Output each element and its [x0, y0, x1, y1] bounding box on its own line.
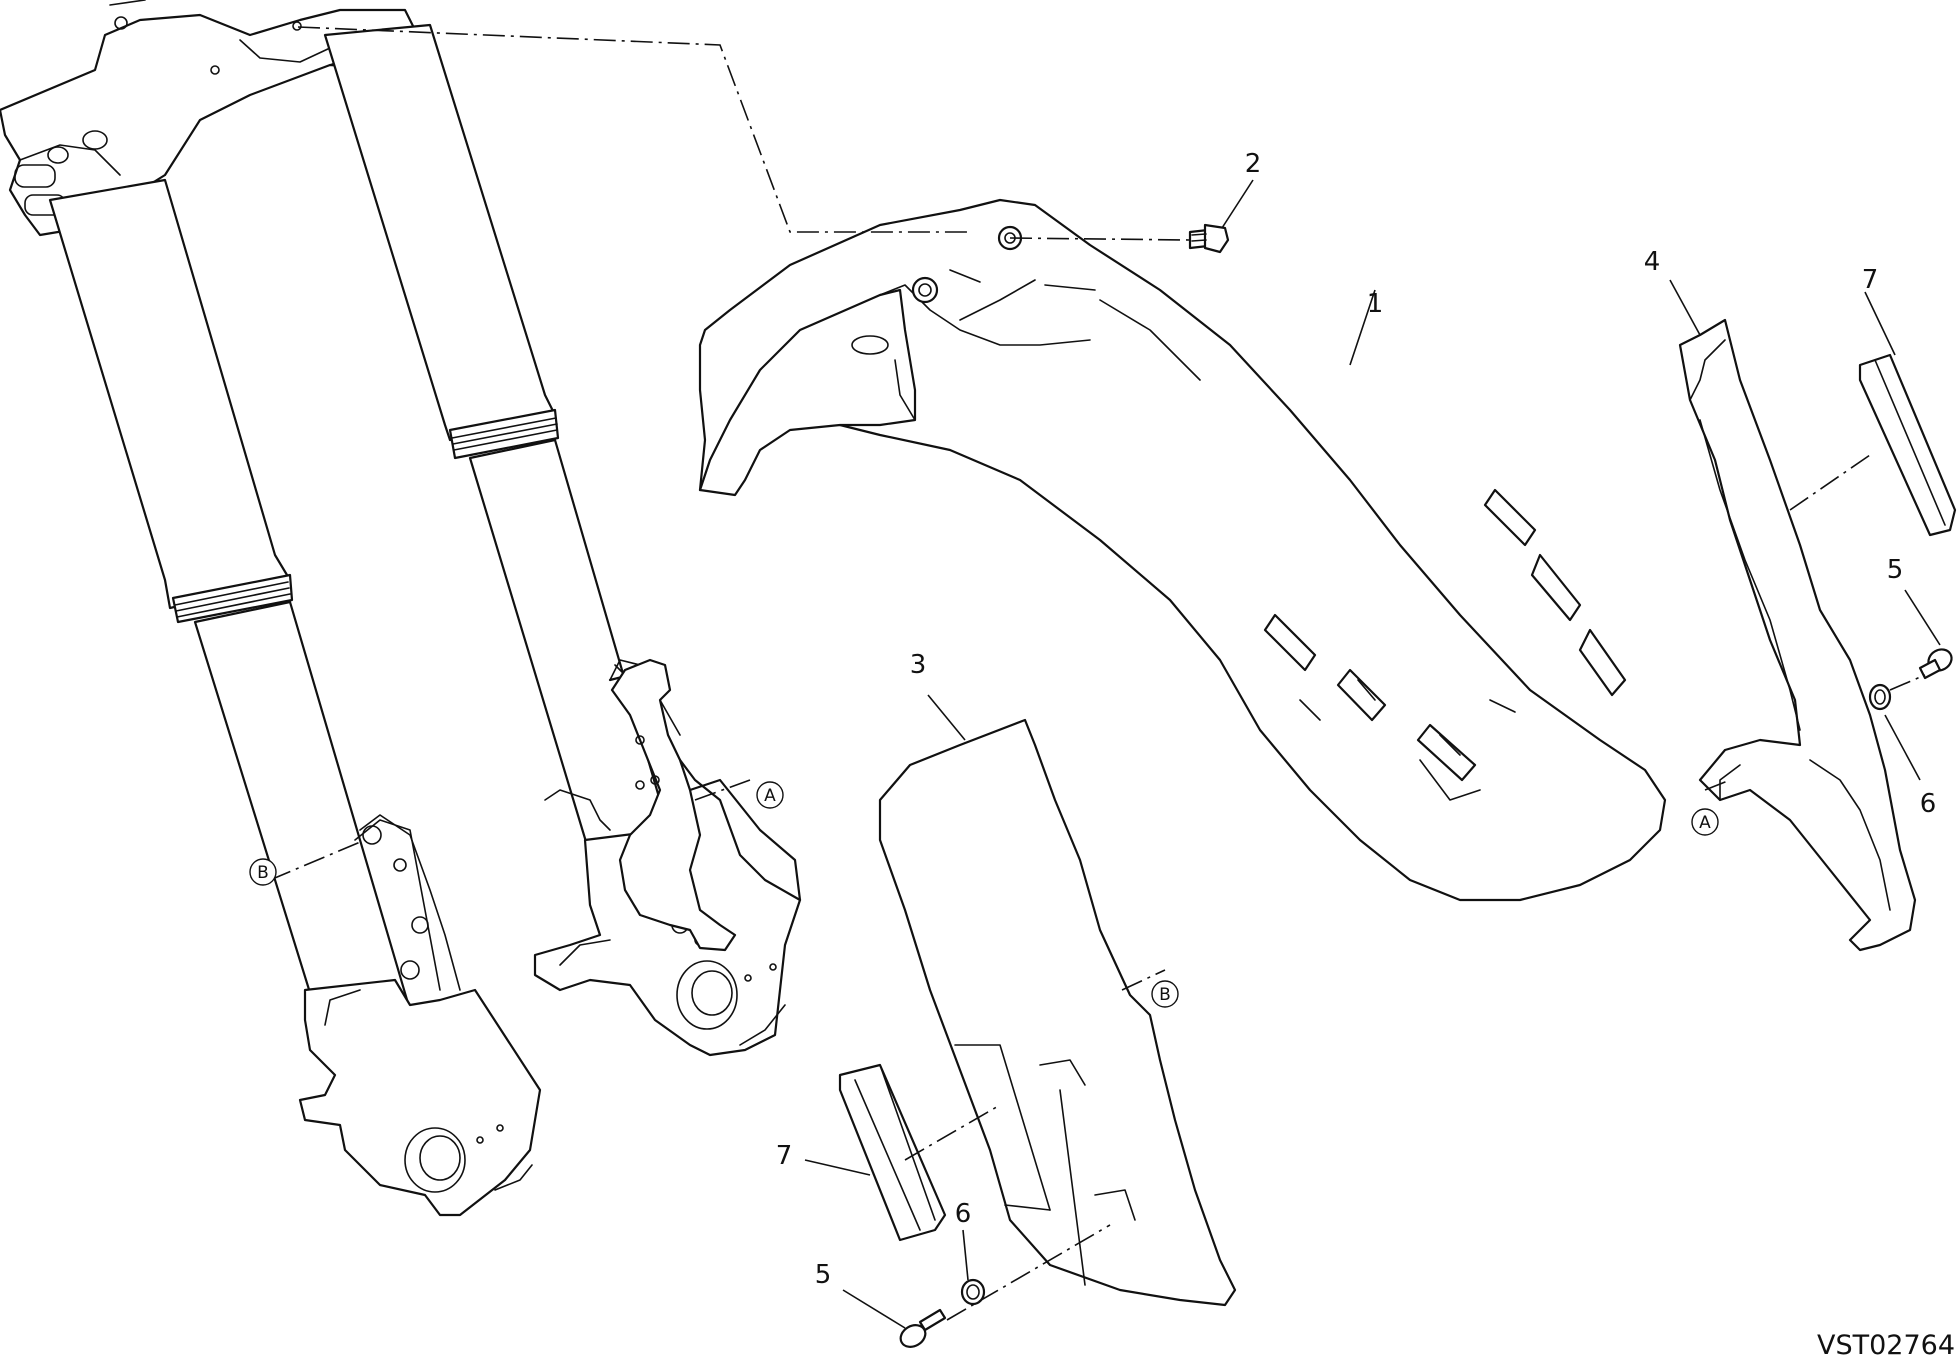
callout-7-left: 7 — [776, 1141, 793, 1171]
drawing-code: VST02764 — [1817, 1330, 1955, 1361]
reference-label: B — [257, 863, 269, 883]
callout-3: 3 — [910, 650, 927, 680]
front-mudguard-part-1 — [698, 198, 1667, 902]
reference-marker-a-fork: A — [756, 781, 784, 809]
screw-right-part-5 — [1918, 648, 1953, 680]
reference-label: A — [1699, 813, 1711, 833]
leader-lines — [804, 179, 1941, 1329]
fork-guard-right-part-4 — [1678, 318, 1917, 952]
callout-6-left: 6 — [955, 1199, 972, 1229]
reference-marker-b-fork: B — [249, 858, 277, 886]
washer-right-part-6 — [1868, 683, 1892, 711]
front-fork-assembly — [0, 0, 802, 1217]
fork-guard-left-part-3 — [878, 718, 1237, 1307]
left-fork-leg — [48, 178, 542, 1217]
reference-label: A — [764, 786, 776, 806]
callout-4: 4 — [1644, 247, 1661, 277]
callout-2: 2 — [1245, 149, 1262, 179]
screw-left-part-5 — [899, 1308, 947, 1348]
mudguard-vents — [1263, 488, 1627, 782]
callout-6-right: 6 — [1920, 789, 1937, 819]
fork-mudguard-bracket — [610, 658, 737, 952]
reference-marker-a-guard: A — [1691, 808, 1719, 836]
right-fork-leg — [323, 23, 802, 1057]
pad-left-part-7 — [838, 1063, 947, 1242]
reference-marker-b-guard: B — [1151, 980, 1179, 1008]
callout-7-right: 7 — [1862, 265, 1879, 295]
callout-5-left: 5 — [815, 1260, 832, 1290]
callout-1: 1 — [1367, 289, 1384, 319]
pad-right-part-7 — [1858, 353, 1957, 537]
callout-5-right: 5 — [1887, 555, 1904, 585]
assembly-lines — [269, 26, 1926, 1321]
callout-numbers: 2 1 3 4 7 5 6 7 6 5 — [776, 149, 1937, 1290]
reference-label: B — [1159, 985, 1171, 1005]
screw-part-2 — [1188, 223, 1230, 254]
